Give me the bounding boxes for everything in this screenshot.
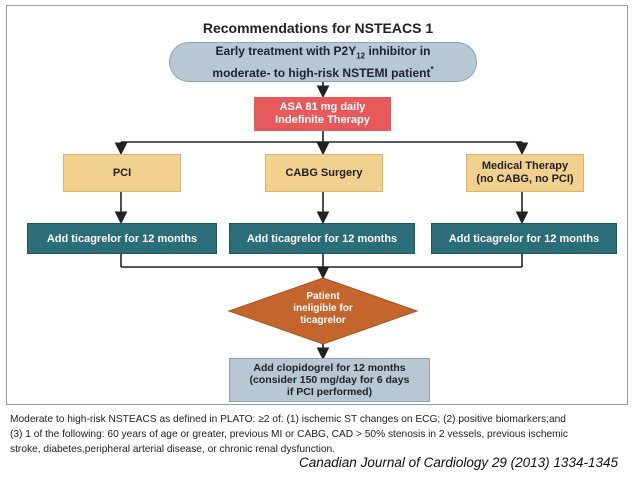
ticagrelor-cabg: Add ticagrelor for 12 months — [229, 223, 415, 254]
option-cabg: CABG Surgery — [265, 154, 383, 192]
footnote-line-1: Moderate to high-risk NSTEACS as defined… — [10, 414, 566, 425]
option-medical: Medical Therapy (no CABG, no PCI) — [466, 154, 584, 192]
footnote-line-2: (3) 1 of the following: 60 years of age … — [10, 429, 569, 440]
asa-node: ASA 81 mg daily Indefinite Therapy — [254, 97, 391, 131]
ticagrelor-medical: Add ticagrelor for 12 months — [431, 223, 617, 254]
start-line-2: moderate- to high-risk NSTEMI patient* — [212, 65, 434, 81]
connector-lines — [114, 82, 529, 361]
diagram-frame: Recommendations for NSTEACS 1 Early — [6, 5, 628, 405]
clopidogrel-node: Add clopidogrel for 12 months (consider … — [229, 358, 430, 402]
start-node: Early treatment with P2Y12 inhibitor in … — [169, 42, 477, 82]
footnote-line-3: stroke, diabetes,peripheral arterial dis… — [10, 444, 336, 455]
diagram-title: Recommendations for NSTEACS 1 — [202, 20, 434, 36]
option-pci: PCI — [63, 154, 181, 192]
start-line-1: Early treatment with P2Y12 inhibitor in — [215, 43, 431, 61]
citation: Canadian Journal of Cardiology 29 (2013)… — [299, 455, 618, 470]
asa-line-1: ASA 81 mg daily — [279, 101, 366, 113]
ticagrelor-pci: Add ticagrelor for 12 months — [27, 223, 217, 254]
asa-line-2: Indefinite Therapy — [275, 114, 370, 126]
footnote: Moderate to high-risk NSTEACS as defined… — [10, 412, 630, 457]
decision-label: Patient ineligible for ticagrelor — [293, 291, 353, 326]
